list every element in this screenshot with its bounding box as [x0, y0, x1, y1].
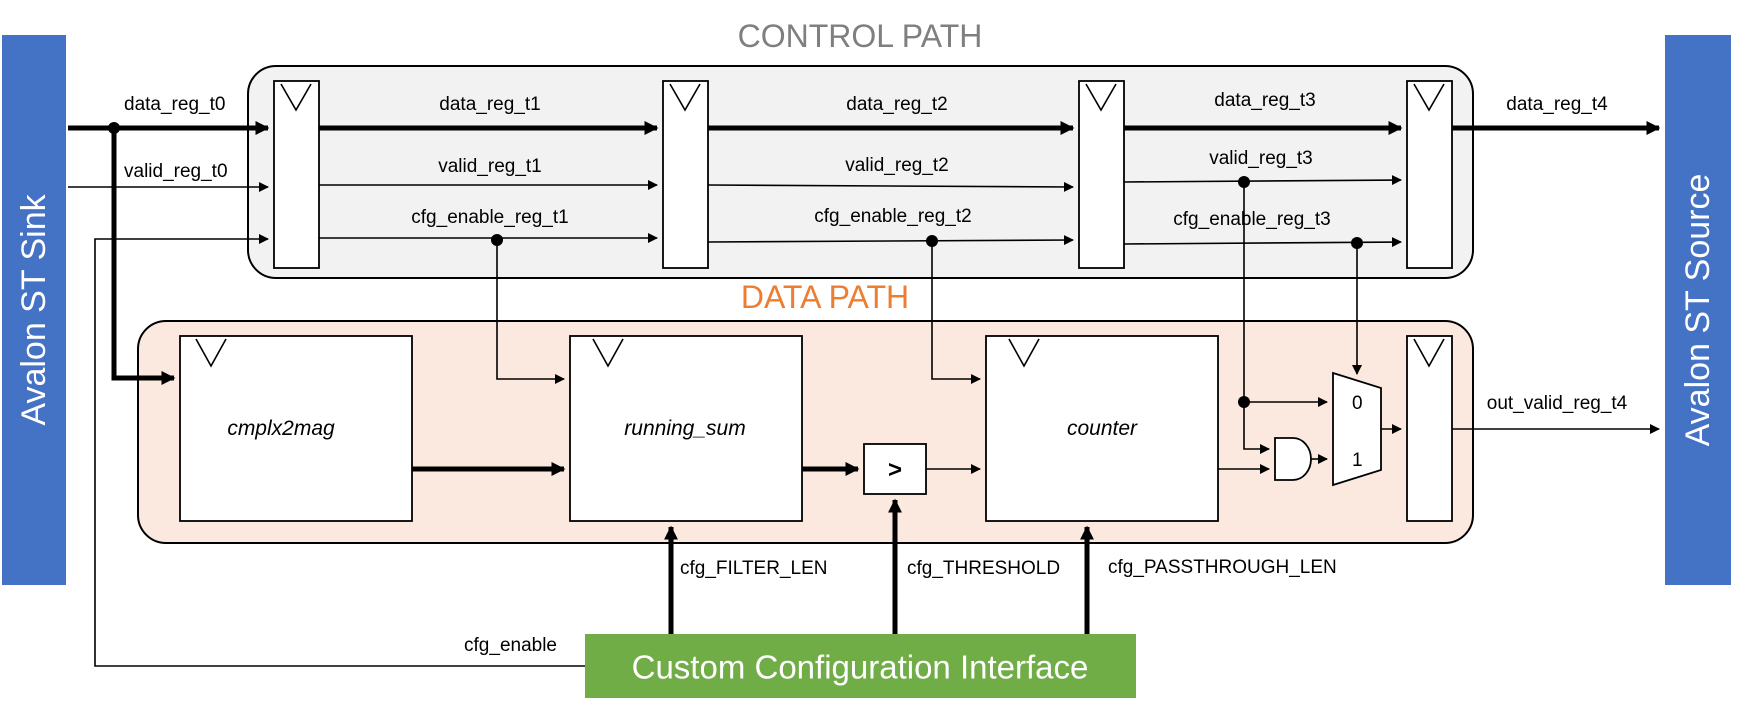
avalon-st-source-label: Avalon ST Source: [1679, 174, 1717, 447]
running-sum-block: running_sum: [569, 335, 803, 522]
control-path-title: CONTROL PATH: [738, 18, 983, 54]
label-data-reg-t0: data_reg_t0: [124, 94, 225, 115]
clock-triangle-icon: [280, 83, 312, 112]
label-cfg-passthrough-len: cfg_PASSTHROUGH_LEN: [1108, 557, 1337, 578]
clock-triangle-icon: [669, 83, 701, 112]
valid-to-and-gate: [1243, 402, 1270, 454]
cfg-enable-wire-t2: [707, 235, 1074, 246]
cfg-enable-t1-to-running-sum: [496, 240, 565, 384]
valid-wire-t2: [707, 181, 1074, 192]
avalon-st-sink-label: Avalon ST Sink: [15, 193, 53, 425]
label-valid-reg-t2: valid_reg_t2: [845, 155, 949, 176]
valid-wire-t3: [1123, 175, 1402, 186]
clock-triangle-icon: [1413, 83, 1445, 112]
clock-triangle-icon: [1008, 338, 1040, 368]
mux-input-1-label: 1: [1352, 450, 1363, 471]
cfg-enable-t2-junction: [926, 235, 938, 247]
label-cfg-enable-reg-t1: cfg_enable_reg_t1: [411, 207, 568, 228]
clock-triangle-icon: [195, 338, 227, 368]
cfg-enable-t2-to-counter: [931, 241, 981, 384]
cmplx2mag-label: cmplx2mag: [227, 417, 335, 440]
register-t1: [273, 80, 320, 269]
cfg-enable-feedback-wire: [94, 234, 585, 667]
custom-configuration-interface: [585, 634, 1136, 698]
clock-triangle-icon: [1413, 338, 1445, 368]
valid-t3-junction: [1238, 176, 1250, 188]
label-cfg-enable-reg-t2: cfg_enable_reg_t2: [814, 206, 971, 227]
valid-mux-junction: [1238, 396, 1250, 408]
label-valid-reg-t0: valid_reg_t0: [124, 161, 228, 182]
label-valid-reg-t1: valid_reg_t1: [438, 156, 542, 177]
output-mux: [1332, 371, 1382, 487]
cmplx2mag-block: cmplx2mag: [179, 335, 413, 522]
data-bus-junction: [108, 122, 120, 134]
label-data-reg-t2: data_reg_t2: [846, 94, 947, 115]
output-register-t4: [1406, 335, 1453, 522]
label-cfg-enable: cfg_enable: [464, 635, 557, 656]
data-path-title: DATA PATH: [741, 279, 909, 315]
counter-block: counter: [985, 335, 1219, 522]
avalon-st-sink: [2, 35, 66, 585]
counter-label: counter: [1067, 417, 1138, 440]
control-path-region: [247, 65, 1474, 279]
label-data-reg-t3: data_reg_t3: [1214, 90, 1315, 111]
clock-triangle-icon: [592, 338, 624, 368]
label-data-reg-t1: data_reg_t1: [439, 94, 540, 115]
label-cfg-threshold: cfg_THRESHOLD: [907, 558, 1060, 579]
mux-input-0-label: 0: [1352, 393, 1363, 414]
cfg-enable-t1-junction: [491, 234, 503, 246]
clock-triangle-icon: [1085, 83, 1117, 112]
label-valid-reg-t3: valid_reg_t3: [1209, 148, 1313, 169]
running-sum-label: running_sum: [624, 417, 745, 440]
and-gate: [1274, 437, 1312, 481]
label-cfg-filter-len: cfg_FILTER_LEN: [680, 558, 827, 579]
register-t4: [1406, 80, 1453, 269]
cfg-enable-t3-junction: [1351, 237, 1363, 249]
comparator-symbol: >: [888, 457, 902, 484]
register-t3: [1078, 80, 1125, 269]
label-cfg-enable-reg-t3: cfg_enable_reg_t3: [1173, 209, 1330, 230]
comparator-block: >: [863, 443, 927, 495]
label-out-valid-reg-t4: out_valid_reg_t4: [1487, 393, 1628, 414]
custom-configuration-interface-label: Custom Configuration Interface: [632, 649, 1089, 686]
register-t2: [662, 80, 709, 269]
data-bus-to-cmplx2mag: [111, 128, 176, 385]
label-data-reg-t4: data_reg_t4: [1506, 94, 1608, 115]
avalon-st-source: [1665, 35, 1731, 585]
